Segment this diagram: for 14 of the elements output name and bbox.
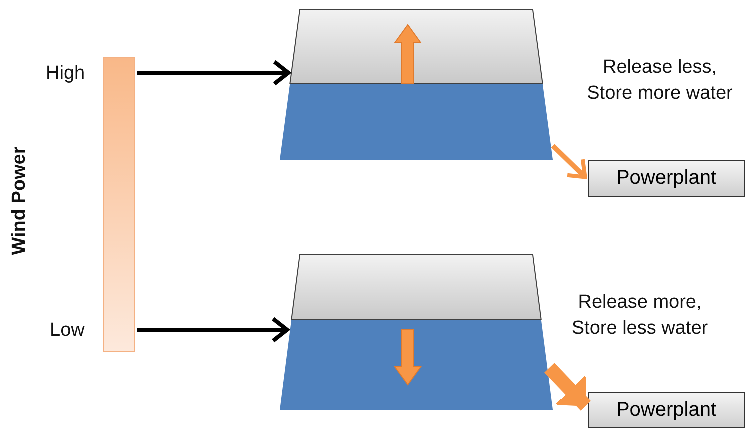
arrow	[544, 363, 592, 411]
gradient-bar	[103, 57, 135, 352]
process-box: Powerplant	[588, 160, 745, 197]
arrow	[137, 317, 290, 343]
arrow	[551, 144, 588, 180]
reservoir-drawing	[280, 10, 553, 160]
note-text: Release less, Store more water	[586, 56, 734, 106]
note-text: Release more, Store less water	[570, 291, 710, 341]
scale-label: Low	[50, 320, 85, 342]
scale-label: High	[46, 63, 86, 85]
arrow	[137, 60, 291, 86]
axis-title: Wind Power	[9, 146, 31, 258]
process-box: Powerplant	[588, 392, 745, 428]
reservoir-drawing	[280, 255, 553, 410]
